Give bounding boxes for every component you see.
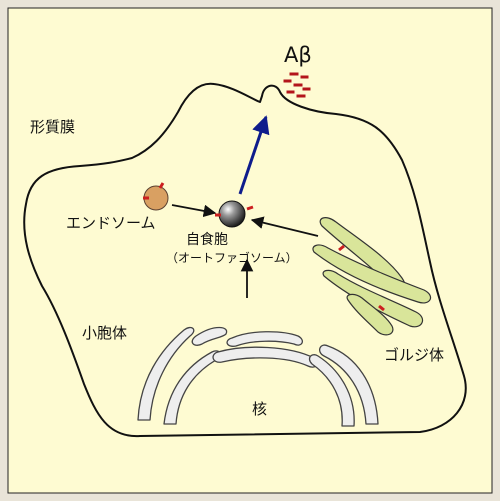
golgi-apparatus <box>312 217 432 336</box>
autophagosome-sublabel: （オートファゴソーム） <box>166 250 298 265</box>
endoplasmic-reticulum <box>137 326 379 427</box>
vesicle-label: 小胞体 <box>82 324 127 342</box>
abeta-fragments <box>283 72 311 98</box>
endosome-arrow <box>171 204 217 218</box>
endosome-label: エンドソーム <box>66 214 156 232</box>
endosome-marker <box>158 182 165 189</box>
golgi-marker <box>338 244 345 252</box>
golgi-marker <box>378 304 385 312</box>
golgi-cisterna <box>312 244 432 304</box>
er-cisterna <box>226 331 303 347</box>
er-cisterna <box>212 346 319 368</box>
er-cisterna <box>137 326 195 421</box>
golgi-arrow <box>250 216 319 237</box>
secretion-arrow <box>238 115 270 195</box>
nucleus-label: 核 <box>252 400 267 418</box>
autophagosome-marker <box>246 205 254 211</box>
abeta-label: Aβ <box>284 43 312 67</box>
plasma-membrane-label: 形質膜 <box>30 118 75 136</box>
er-cisterna <box>308 354 355 427</box>
autophagosome-label: 自食胞 <box>186 231 228 248</box>
er-cisterna <box>319 344 379 425</box>
er-cisterna <box>191 326 228 346</box>
autophagosome <box>218 200 246 228</box>
golgi-cisterna <box>346 293 394 336</box>
golgi-label: ゴルジ体 <box>384 346 444 364</box>
